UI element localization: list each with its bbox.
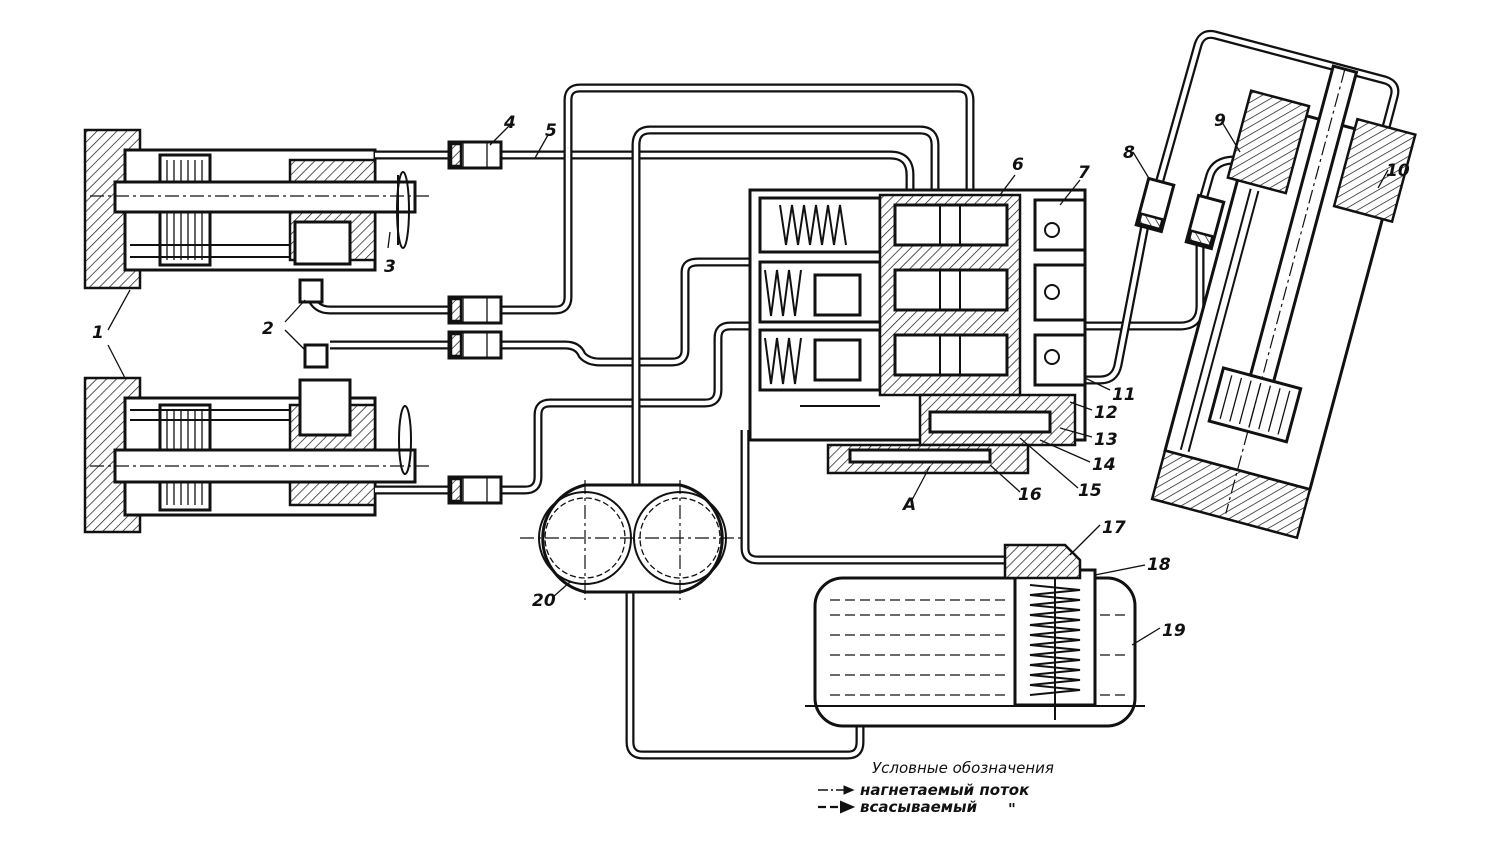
distributor-valve-block xyxy=(748,188,1087,475)
legend-pressure-flow: нагнетаемый поток xyxy=(860,781,1030,799)
legend: Условные обозначения нагнетаемый поток в… xyxy=(818,759,1054,818)
callout-20: 20 xyxy=(532,591,556,611)
callout-10: 10 xyxy=(1386,161,1410,181)
callout-9: 9 xyxy=(1214,111,1226,131)
callout-labels: 1 2 3 4 5 6 7 8 9 10 11 12 13 14 15 16 1… xyxy=(92,111,1410,641)
callout-3: 3 xyxy=(384,257,396,277)
pipe-fittings xyxy=(298,140,1226,505)
cylinder-tilted xyxy=(1150,64,1417,540)
callout-5: 5 xyxy=(545,121,557,141)
cylinder-lower xyxy=(83,376,430,534)
legend-ditto-mark: " xyxy=(1008,800,1016,818)
callout-16: 16 xyxy=(1018,485,1042,505)
callout-14: 14 xyxy=(1092,455,1116,475)
legend-suction-flow: всасываемый xyxy=(860,798,978,816)
callout-6: 6 xyxy=(1012,155,1024,175)
callout-a: A xyxy=(901,495,916,515)
callout-11: 11 xyxy=(1112,385,1136,405)
callout-19: 19 xyxy=(1162,621,1186,641)
callout-15: 15 xyxy=(1078,481,1102,501)
oil-tank xyxy=(805,543,1145,728)
callout-18: 18 xyxy=(1147,555,1171,575)
callout-1: 1 xyxy=(92,323,104,343)
legend-title: Условные обозначения xyxy=(872,759,1054,777)
callout-4: 4 xyxy=(503,113,516,133)
callout-leaders xyxy=(107,121,1389,646)
gear-pump xyxy=(520,480,745,600)
callout-2: 2 xyxy=(262,319,274,339)
callout-13: 13 xyxy=(1094,430,1118,450)
cylinder-upper xyxy=(83,128,430,290)
pipe-network xyxy=(305,30,1400,760)
callout-17: 17 xyxy=(1102,518,1126,538)
callout-12: 12 xyxy=(1094,403,1118,423)
callout-7: 7 xyxy=(1078,163,1090,183)
callout-8: 8 xyxy=(1123,143,1135,163)
